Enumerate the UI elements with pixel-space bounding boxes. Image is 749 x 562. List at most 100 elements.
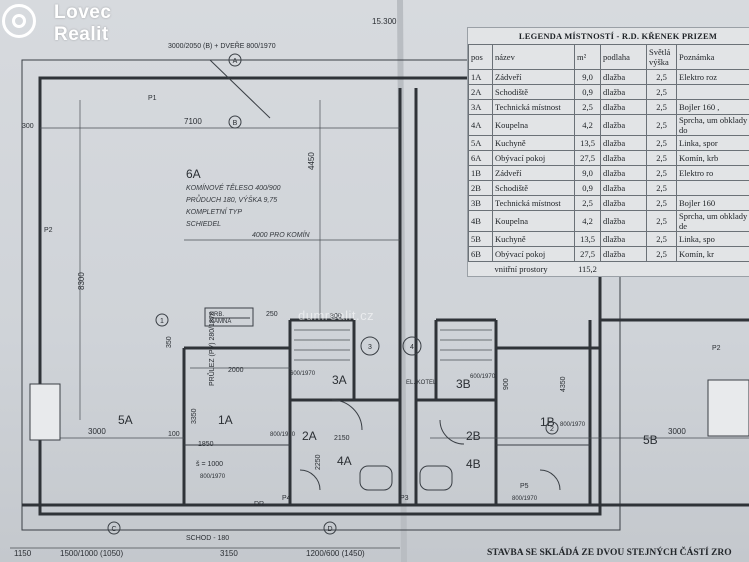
chimney-flue-a — [360, 336, 380, 356]
dim-2000: 2000 — [228, 367, 244, 374]
legend-header-pos: pos — [468, 44, 493, 70]
cell-note: Sprcha, um obklady de — [676, 210, 749, 232]
sill-note: š = 1000 — [196, 461, 223, 468]
legend-header-name: název — [492, 44, 575, 70]
cell-height: 2,5 — [646, 135, 677, 151]
window-label-p2: P2 — [44, 227, 53, 234]
brand-name-line-1: Lovec — [54, 2, 112, 23]
krb-label-2: KAMNA — [210, 319, 231, 325]
room-label-4b: 4B — [466, 457, 481, 471]
cell-area: 0,9 — [574, 84, 601, 100]
bottom-dim-3: 1200/600 (1450) — [306, 549, 365, 558]
cell-height: 2,5 — [646, 99, 677, 115]
cell-height: 2,5 — [646, 246, 677, 262]
circle-marker-d — [323, 521, 337, 535]
room-label-6a: 6A — [186, 167, 201, 181]
brand-logo: Lovec Realit — [2, 2, 142, 46]
door-arc-4b — [439, 419, 465, 445]
dim-2150: 2150 — [334, 435, 350, 442]
cell-pos: 3B — [468, 195, 493, 211]
dim-350: 350 — [166, 336, 173, 348]
cell-height: 2,5 — [646, 150, 677, 166]
cell-area: 4,2 — [574, 210, 601, 232]
total-spacer-right — [601, 262, 749, 277]
cell-note — [676, 180, 749, 196]
circle-label-2: 2 — [550, 426, 554, 433]
dim-3350: 3350 — [191, 408, 198, 424]
room-label-3a: 3A — [332, 373, 347, 387]
window-label-p3: P3 — [400, 495, 409, 502]
circle-label-d: D — [327, 526, 332, 533]
outer-dimension-frame — [21, 59, 621, 531]
cell-pos: 4B — [468, 210, 493, 232]
door-arc-1b — [539, 469, 561, 491]
bottom-note: STAVBA SE SKLÁDÁ ZE DVOU STEJNÝCH ČÁSTÍ … — [487, 548, 732, 558]
cell-note: Linka, spor — [676, 135, 749, 151]
cell-area: 9,0 — [574, 165, 601, 181]
cell-note: Komín, kr — [676, 246, 749, 262]
bathtub-b — [419, 465, 453, 491]
door-arc-1a — [299, 469, 321, 491]
legend-header-note: Poznámka — [676, 44, 749, 70]
circle-label-4: 4 — [410, 344, 414, 351]
legend-header-height: Světlá výška — [646, 44, 677, 70]
cell-area: 27,5 — [574, 150, 601, 166]
window-label-p2-b: P2 — [712, 345, 721, 352]
brand-logo-icon — [2, 4, 36, 38]
door-label-1: 800/1970 — [200, 474, 226, 480]
stair-note: SCHOD - 180 — [186, 535, 229, 542]
door-label-6: 800/1970 — [512, 496, 538, 502]
note-el-kotel: EL. KOTEL — [406, 380, 437, 386]
circle-label-3: 3 — [368, 344, 372, 351]
cell-height: 2,5 — [646, 231, 677, 247]
cell-height: 2,5 — [646, 69, 677, 85]
dim-4450: 4450 — [307, 152, 316, 170]
cell-note: Bojler 160 — [676, 195, 749, 211]
circle-label-b: B — [233, 120, 238, 127]
cell-name: Kuchyně — [492, 231, 575, 247]
dim-3000-b: 3000 — [668, 427, 686, 436]
cell-area: 0,9 — [574, 180, 601, 196]
stair-steps-a — [294, 329, 350, 361]
cell-name: Schodiště — [492, 180, 575, 196]
cell-floor: dlažba — [600, 69, 647, 85]
cell-height: 2,5 — [646, 84, 677, 100]
cell-pos: 1B — [468, 165, 493, 181]
cell-floor: dlažba — [600, 150, 647, 166]
circle-marker-2 — [545, 421, 559, 435]
cell-name: Kuchyně — [492, 135, 575, 151]
window-label-p1: P1 — [148, 95, 157, 102]
cell-floor: dlažba — [600, 84, 647, 100]
legend-total-label: vnitřní prostory — [494, 264, 548, 274]
plan-door-note: 3000/2050 (B) + DVEŘE 800/1970 — [168, 41, 276, 50]
door-arc-4a — [331, 399, 363, 431]
cell-height: 2,5 — [646, 195, 677, 211]
cell-floor: dlažba — [600, 114, 647, 136]
legend-table: pos název m² podlaha Světlá výška Poznám… — [468, 44, 749, 276]
cell-floor: dlažba — [600, 99, 647, 115]
total-spacer — [469, 262, 493, 277]
dim-7100: 7100 — [184, 117, 202, 126]
cell-height: 2,5 — [646, 165, 677, 181]
door-label-3: 800/1970 — [270, 432, 296, 438]
room-label-2b: 2B — [466, 429, 481, 443]
circle-marker-c — [107, 521, 121, 535]
room-label-2a: 2A — [302, 429, 317, 443]
cell-pos: 5A — [468, 135, 493, 151]
circle-marker-a — [228, 53, 242, 67]
dim-300: 300 — [22, 123, 34, 130]
door-swing-line — [209, 59, 271, 119]
window-label-p5: P5 — [520, 483, 529, 490]
window-label-dr: DR — [254, 501, 264, 508]
cell-pos: 2A — [468, 84, 493, 100]
door-label-2: 600/1970 — [290, 371, 316, 377]
watermark: dumrealit.cz — [298, 308, 375, 323]
